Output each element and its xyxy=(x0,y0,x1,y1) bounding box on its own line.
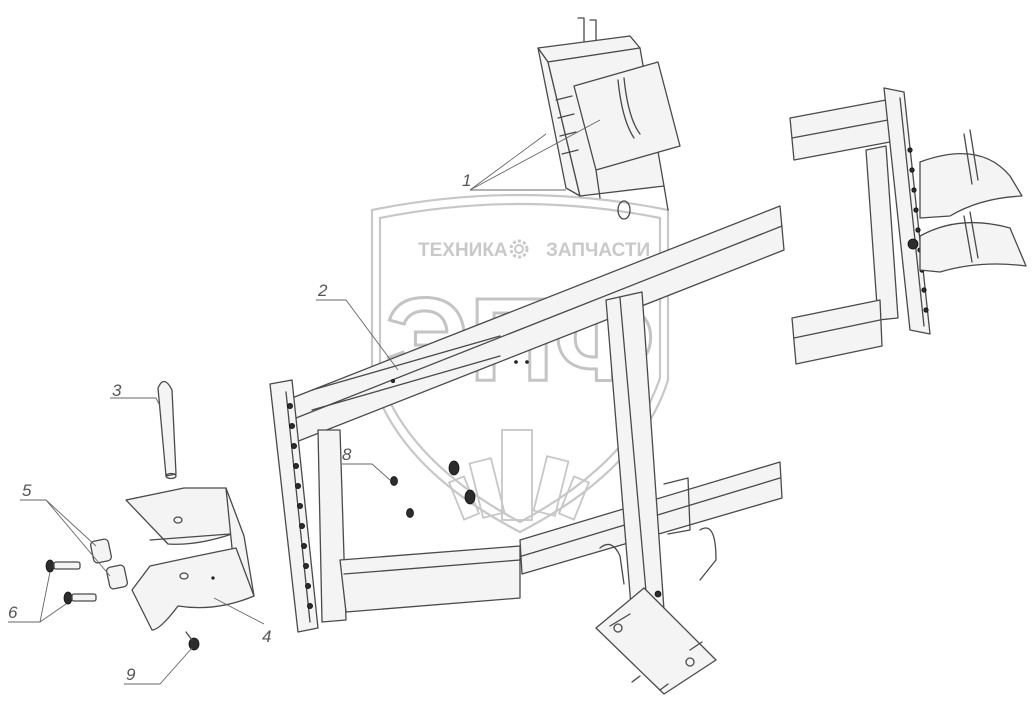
u-bracket-part xyxy=(125,487,255,631)
callout-9: 9 xyxy=(126,665,136,684)
assembled-view xyxy=(789,87,1027,365)
callout-5: 5 xyxy=(22,481,32,500)
callout-8: 8 xyxy=(342,445,352,464)
callout-3: 3 xyxy=(112,381,122,400)
nut-parts xyxy=(90,538,128,590)
callout-1: 1 xyxy=(462,171,471,190)
jack-stand-assembly xyxy=(519,291,783,695)
main-frame-beam xyxy=(291,205,785,443)
bolt-parts xyxy=(45,559,97,605)
gear-icon xyxy=(509,239,529,259)
watermark-buildings xyxy=(447,429,591,521)
small-bolt-part xyxy=(185,631,200,651)
watermark-text-right: ЗАПЧАСТИ xyxy=(546,240,650,261)
callout-6: 6 xyxy=(8,603,18,622)
callout-leaders xyxy=(8,119,601,685)
pin-part xyxy=(157,380,177,480)
callout-2: 2 xyxy=(317,281,328,300)
plate-bolt-holes xyxy=(286,402,313,610)
wheel-chock-assembly xyxy=(537,17,681,220)
watermark-text-left: ТЕХНИКА xyxy=(418,240,508,261)
callout-4: 4 xyxy=(262,627,271,646)
callout-labels: 1 2 3 4 5 6 8 9 xyxy=(8,171,471,684)
mounting-plate xyxy=(269,379,521,633)
